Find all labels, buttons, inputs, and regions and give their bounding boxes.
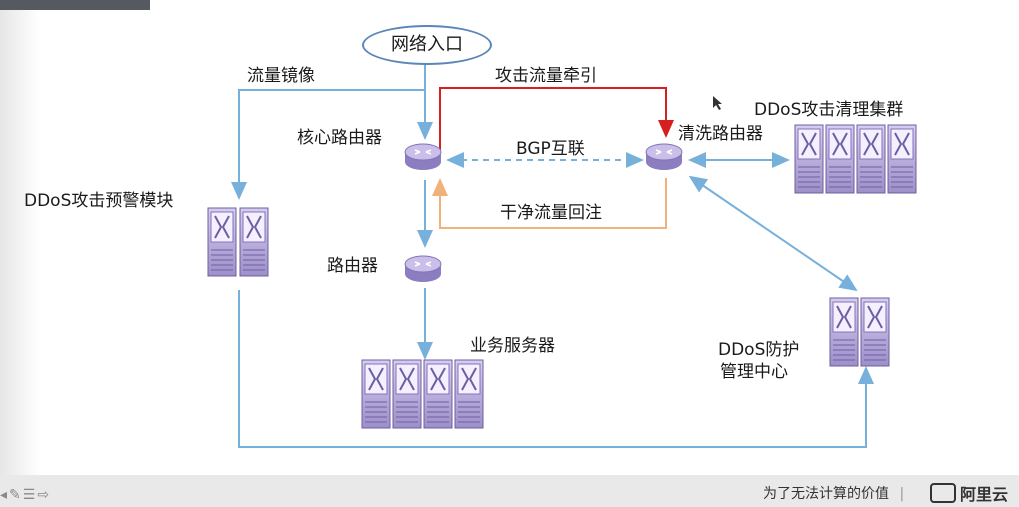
- protect-center-label-2: 管理中心: [720, 362, 788, 382]
- warning-module-label: DDoS攻击预警模块: [24, 191, 174, 211]
- mirror-label: 流量镜像: [247, 66, 315, 86]
- scrub-router-label: 清洗路由器: [678, 124, 763, 144]
- router-icon: [404, 255, 442, 283]
- cloud-logo-icon: [930, 483, 956, 503]
- toolbar-icons: ◂✎☰⇨: [0, 487, 51, 503]
- bgp-label: BGP互联: [516, 139, 585, 159]
- mouse-cursor-icon: [713, 96, 722, 110]
- router-label: 路由器: [327, 256, 378, 276]
- left-shade: [0, 10, 40, 475]
- business-servers-label: 业务服务器: [470, 336, 555, 356]
- brand-logo: 阿里云: [930, 481, 1008, 505]
- forward-icon[interactable]: ⇨: [37, 487, 52, 503]
- scrub-cluster-icon: [794, 124, 917, 194]
- protect-center-icon: [829, 297, 890, 367]
- diagram-lines: [207, 63, 917, 448]
- warning-module-icon: [207, 207, 269, 277]
- window-corner: [0, 0, 150, 10]
- footer-caption: 为了无法计算的价值 |: [763, 483, 910, 503]
- diagram-canvas: 网络入口 流量镜像 攻击流量牵引 核心路由器 BGP互联 清洗路由器 DDoS攻…: [0, 0, 917, 475]
- menu-icon[interactable]: ☰: [22, 487, 38, 503]
- pen-icon[interactable]: ✎: [9, 487, 23, 503]
- network-entry-node: 网络入口: [362, 25, 492, 65]
- business-servers-icon: [361, 359, 484, 429]
- back-icon[interactable]: ◂: [0, 487, 10, 503]
- scrub-router-icon: [645, 143, 683, 171]
- slogan: 为了无法计算的价值: [763, 486, 889, 502]
- reinject-label: 干净流量回注: [500, 203, 602, 223]
- divert-label: 攻击流量牵引: [495, 66, 597, 86]
- core-router-label: 核心路由器: [297, 128, 382, 148]
- separator: |: [899, 486, 905, 502]
- scrub-cluster-label: DDoS攻击清理集群: [754, 100, 904, 120]
- bottom-toolbar: [0, 475, 1019, 507]
- protect-center-label-1: DDoS防护: [718, 340, 800, 360]
- core-router-icon: [404, 143, 442, 171]
- brand-name: 阿里云: [960, 485, 1009, 504]
